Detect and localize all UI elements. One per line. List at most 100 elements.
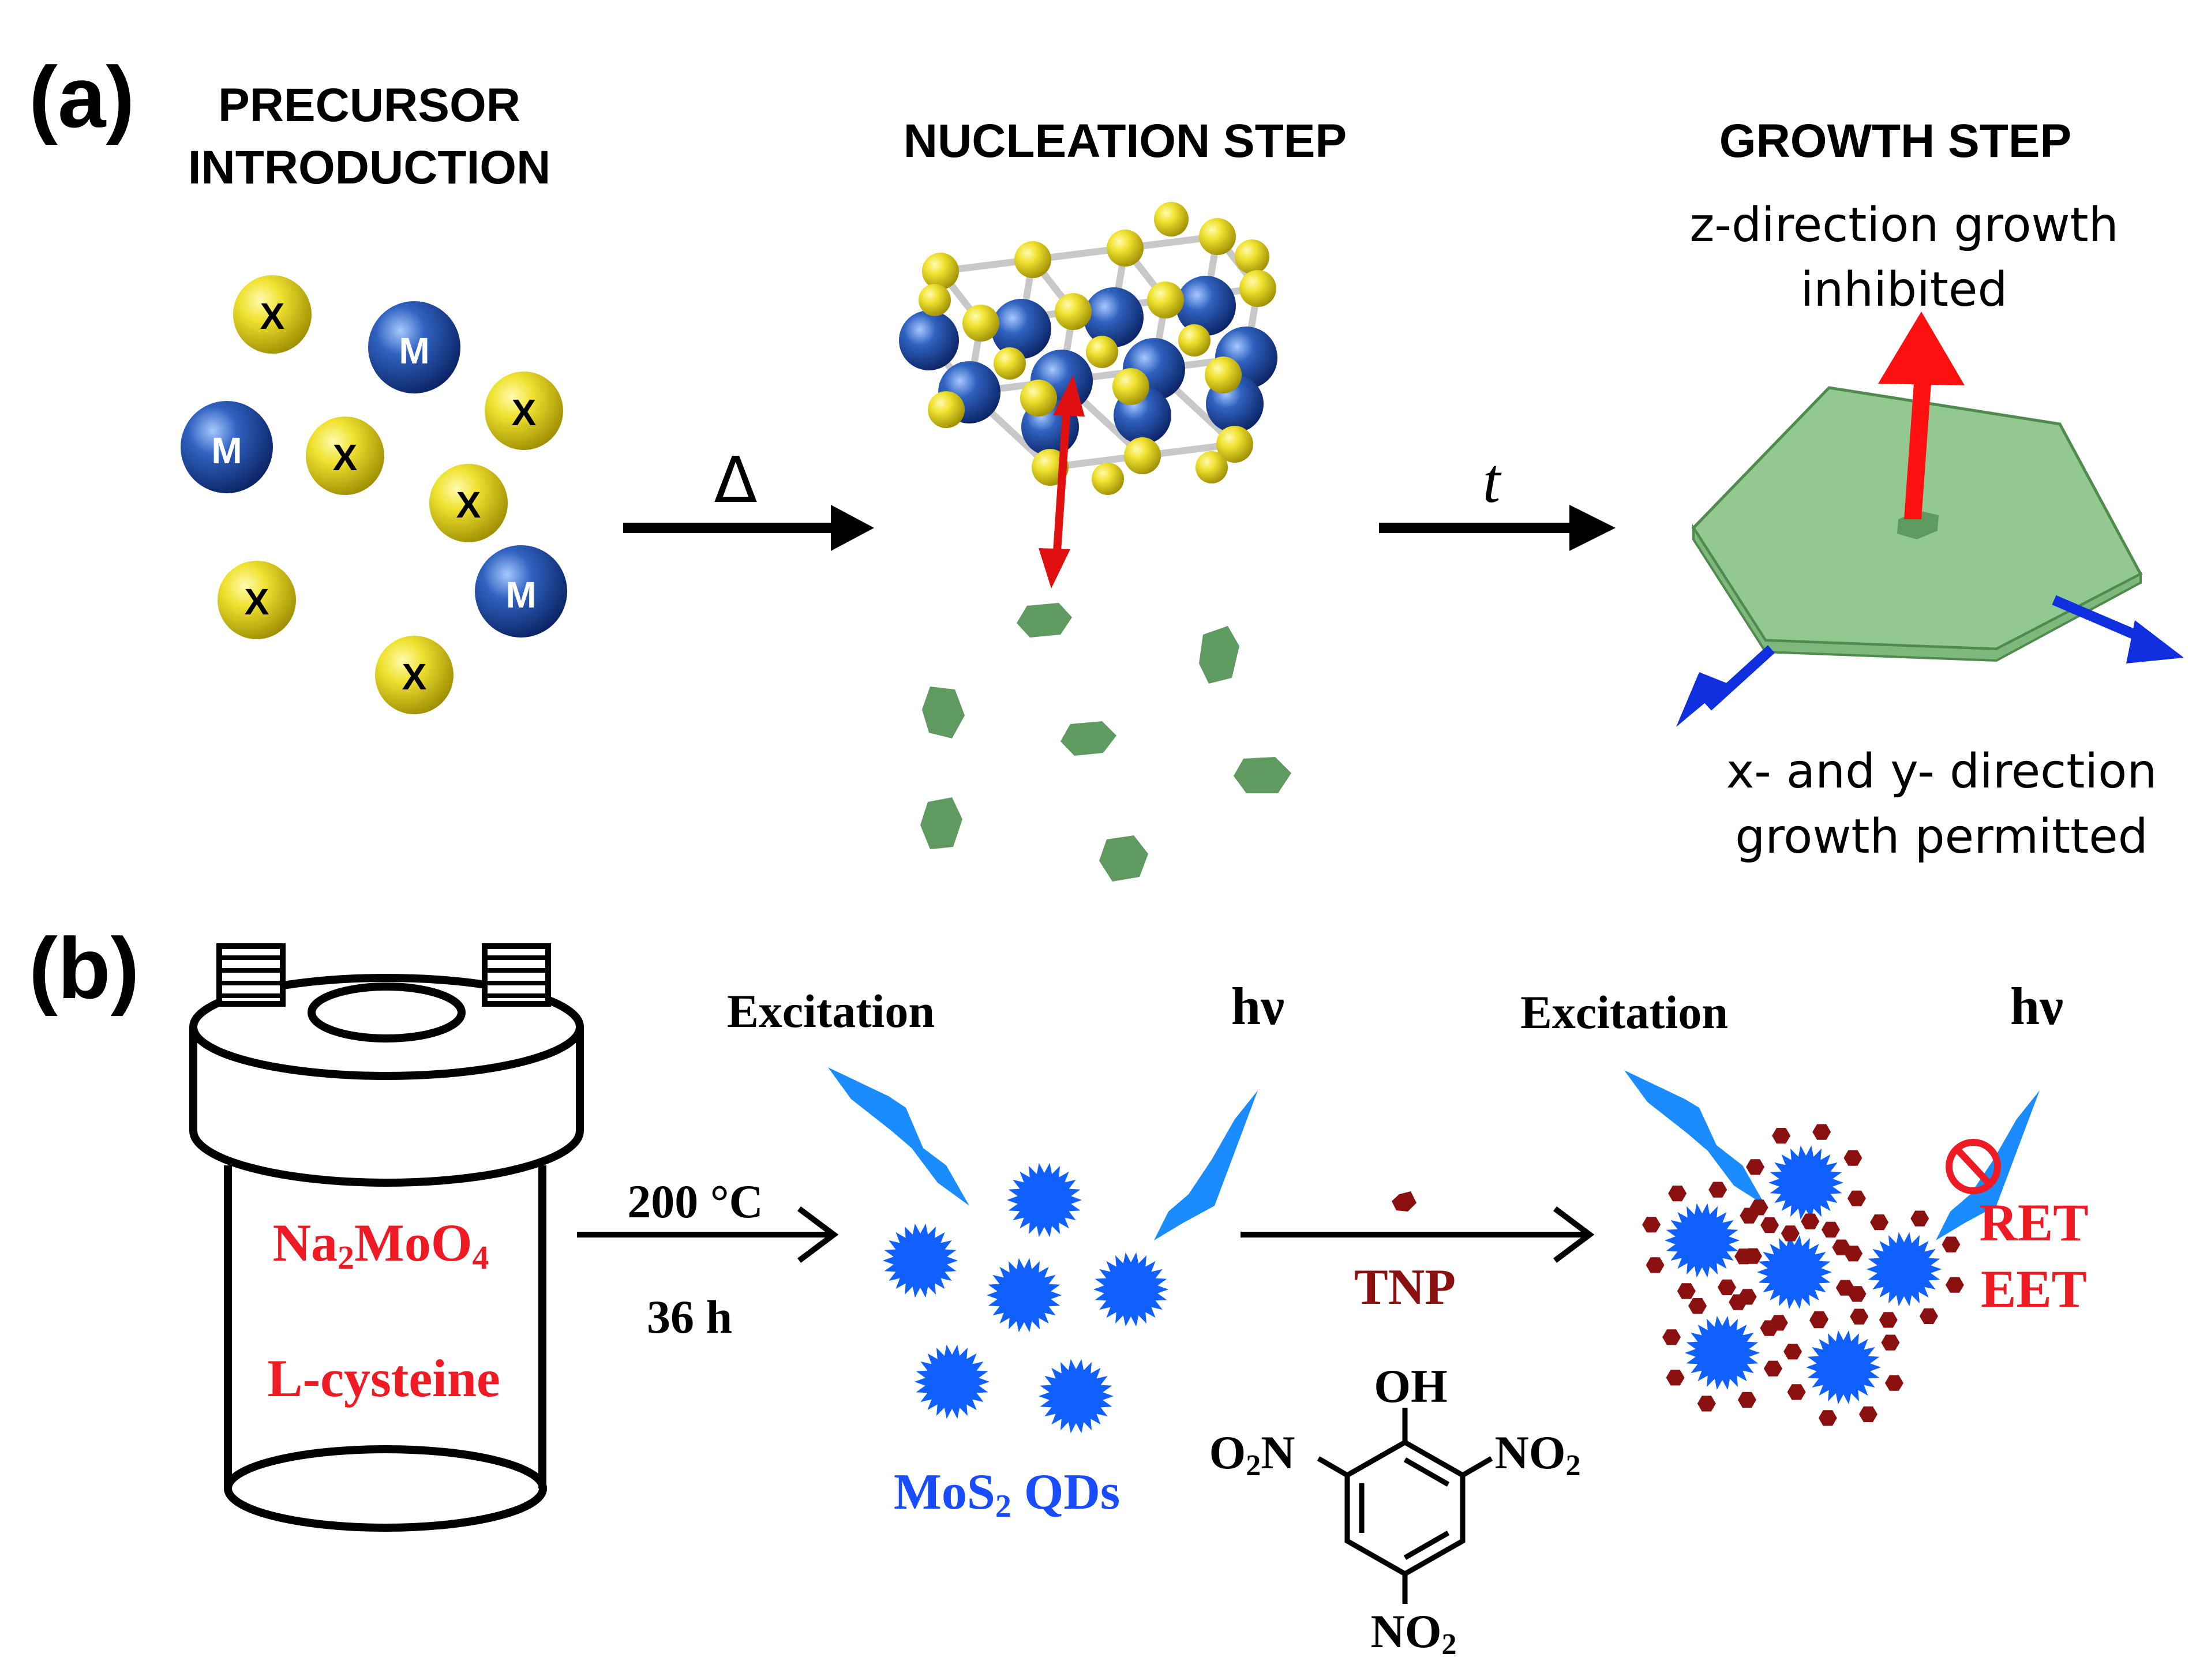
tnp-molecule xyxy=(1787,1384,1806,1400)
tnp-molecule xyxy=(1666,1370,1685,1386)
autoclave-reactor xyxy=(189,943,584,1532)
tnp-molecule-dot xyxy=(1392,1191,1416,1212)
emission-bolt-1 xyxy=(1154,1090,1258,1240)
tnp-molecule xyxy=(1812,1124,1831,1140)
nucleus xyxy=(1099,835,1148,882)
nucleus xyxy=(920,797,962,849)
xy-arrows xyxy=(1676,595,2184,727)
nucleation-title: NUCLEATION STEP xyxy=(904,115,1347,167)
excitation-label-2: Excitation xyxy=(1520,986,1728,1038)
delta-label: Δ xyxy=(714,443,757,517)
tnp-molecule xyxy=(1662,1329,1681,1345)
arrow-heat: Δ xyxy=(623,443,874,551)
quantum-dot xyxy=(883,1223,958,1298)
precursor-title-line1: PRECURSOR xyxy=(218,79,520,132)
tnp-molecule xyxy=(1772,1128,1791,1144)
chalcogen-atom: X xyxy=(306,417,384,495)
picric-acid-structure xyxy=(1317,1408,1493,1604)
arrow-tnp xyxy=(1241,1191,1595,1263)
tnp-molecule xyxy=(1870,1214,1889,1231)
quantum-dot xyxy=(1757,1235,1832,1310)
nitro-group-right: NO2 xyxy=(1495,1426,1581,1482)
quantum-dot xyxy=(1093,1252,1168,1327)
nucleus xyxy=(922,687,965,738)
arrow-synthesis xyxy=(577,1206,839,1263)
tnp-molecule xyxy=(1844,1246,1863,1262)
svg-text:X: X xyxy=(512,392,537,433)
qd-label: MoS2 QDs xyxy=(894,1464,1120,1524)
quantum-dot xyxy=(987,1258,1062,1333)
excitation-label-1: Excitation xyxy=(727,985,935,1037)
nucleus xyxy=(1199,626,1239,684)
svg-text:X: X xyxy=(245,581,269,622)
svg-text:M: M xyxy=(211,430,242,471)
panel-a-label: (a) xyxy=(29,48,134,145)
emission-bolt-2 xyxy=(1936,1090,2040,1240)
tnp-molecule xyxy=(1781,1225,1800,1242)
hv-label-2: hν xyxy=(2010,977,2063,1036)
tnp-molecules xyxy=(1642,1124,1964,1426)
tnp-molecule xyxy=(1847,1190,1866,1206)
ret-label: RET xyxy=(1979,1193,2088,1252)
tnp-molecule xyxy=(1821,1221,1840,1238)
nitro-group-bottom: NO2 xyxy=(1371,1605,1457,1661)
nuclei xyxy=(920,603,1291,882)
nucleus xyxy=(1060,721,1116,756)
quantum-dot xyxy=(1665,1203,1740,1278)
tnp-molecule xyxy=(1697,1396,1716,1412)
tnp-molecule xyxy=(1818,1410,1837,1426)
nucleus xyxy=(1017,603,1072,638)
tnp-molecule xyxy=(1708,1182,1727,1198)
tnp-molecule xyxy=(1746,1159,1765,1175)
precursor-atoms: X M X M X X M X X xyxy=(181,275,567,714)
nitro-group-left: O2N xyxy=(1209,1426,1295,1482)
svg-text:X: X xyxy=(456,484,481,526)
tnp-molecule xyxy=(1843,1150,1863,1166)
svg-text:X: X xyxy=(260,295,285,337)
tnp-molecule xyxy=(1783,1344,1802,1360)
tnp-molecule xyxy=(1881,1334,1900,1351)
metal-atom: M xyxy=(475,545,567,638)
tnp-molecule xyxy=(1763,1360,1782,1377)
tnp-molecule xyxy=(1858,1406,1878,1422)
tnp-molecule xyxy=(1848,1286,1867,1302)
chalcogen-atom: X xyxy=(375,636,454,714)
chalcogen-atom: X xyxy=(218,561,296,639)
xy-direction-line2: growth permitted xyxy=(1735,809,2148,864)
growth-title: GROWTH STEP xyxy=(1719,115,2071,167)
nucleus xyxy=(1234,757,1291,793)
xy-direction-line1: x- and y- direction xyxy=(1726,744,2157,799)
tnp-molecule xyxy=(1677,1283,1696,1299)
chalcogen-atom: X xyxy=(485,372,563,450)
quantum-dot xyxy=(1685,1315,1760,1390)
hv-label-1: hν xyxy=(1231,977,1284,1036)
chalcogen-atom: X xyxy=(233,275,312,354)
qd-cluster-2 xyxy=(1665,1145,1942,1405)
panel-b-label: (b) xyxy=(29,920,140,1017)
tnp-molecule xyxy=(1919,1308,1938,1324)
arrow-time: t xyxy=(1379,445,1616,551)
tnp-molecule xyxy=(1910,1210,1929,1227)
tnp-molecule xyxy=(1942,1236,1961,1252)
temperature-label: 200 °C xyxy=(627,1175,763,1228)
z-direction-line2: inhibited xyxy=(1801,262,2008,317)
tnp-molecule xyxy=(1737,1392,1756,1408)
tnp-molecule xyxy=(1646,1257,1665,1273)
tnp-molecule xyxy=(1729,1294,1748,1310)
tnp-molecule xyxy=(1688,1298,1707,1314)
tnp-molecule xyxy=(1879,1312,1898,1328)
tnp-molecule xyxy=(1668,1186,1687,1202)
no-emission-icon xyxy=(1946,1139,2001,1194)
hydroxyl-group: OH xyxy=(1374,1360,1448,1412)
quantum-dot xyxy=(1039,1359,1114,1434)
precursor-title-line2: INTRODUCTION xyxy=(188,141,551,194)
tnp-molecule xyxy=(1884,1375,1903,1391)
svg-text:M: M xyxy=(505,574,536,616)
panel-a: (a) PRECURSOR INTRODUCTION X M X M X X M… xyxy=(29,48,2184,882)
tnp-molecule xyxy=(1734,1248,1753,1265)
tnp-molecule xyxy=(1760,1217,1779,1233)
tnp-molecule xyxy=(1717,1279,1736,1295)
excitation-bolt-1 xyxy=(828,1067,969,1206)
tnp-molecule xyxy=(1809,1312,1828,1329)
